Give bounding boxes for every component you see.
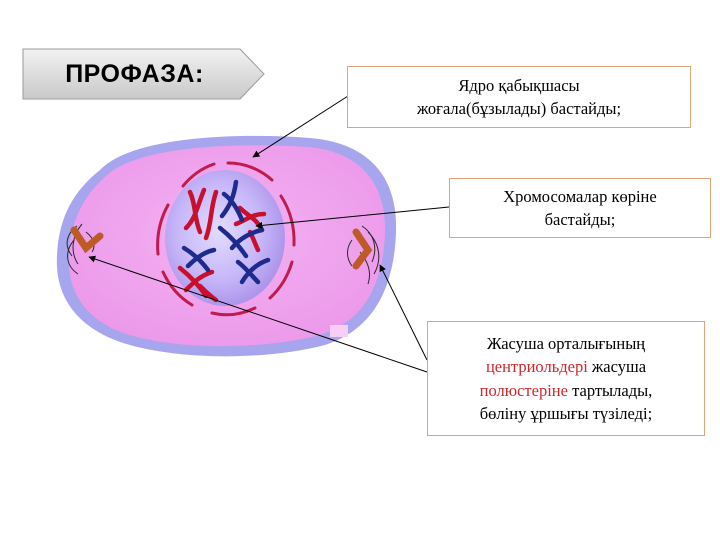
chromosome-red xyxy=(197,283,219,303)
chromosome-red xyxy=(233,211,267,227)
chromosome-red xyxy=(203,189,219,241)
note-centrioles: Жасуша орталығының центриольдері жасуша … xyxy=(427,321,705,436)
centriole-right xyxy=(347,225,380,285)
note-line: тартылады, xyxy=(567,380,653,400)
arrow-to-nuclear-envelope xyxy=(252,95,349,158)
arrow-to-left-centriole xyxy=(88,255,428,373)
chromosome-red xyxy=(183,187,207,231)
tag-shape xyxy=(22,48,265,100)
page-title: ПРОФАЗА: xyxy=(65,59,204,88)
envelope-fragment xyxy=(279,194,296,247)
note-line: жасуша xyxy=(587,357,647,377)
envelope-fragment xyxy=(268,260,294,300)
highlight-term: центриольдері xyxy=(485,357,588,377)
arrow-to-right-centriole xyxy=(379,264,428,361)
chromosome-blue xyxy=(185,247,217,269)
pointer-arrows xyxy=(88,95,450,373)
arrow-to-chromosomes xyxy=(255,206,450,229)
chromosome-blue xyxy=(219,179,239,219)
note-line: бастайды; xyxy=(544,210,616,229)
nucleus xyxy=(165,170,285,306)
note-nuclear-envelope: Ядро қабықшасы жоғала(бұзылады) бастайды… xyxy=(347,66,691,128)
chromosome-blue xyxy=(239,257,271,285)
chromosome-red xyxy=(183,269,215,293)
chromosome-blue xyxy=(217,225,249,259)
centriole-left xyxy=(66,223,104,275)
envelope-fragment xyxy=(226,161,274,182)
envelope-fragment xyxy=(156,203,170,256)
note-chromosomes: Хромосомалар көріне бастайды; xyxy=(449,178,711,238)
note-line: жоғала(бұзылады) бастайды; xyxy=(416,99,622,118)
chromosome-blue xyxy=(221,191,245,223)
note-line: Жасуша орталығының xyxy=(486,334,646,354)
note-line: Хромосомалар көріне xyxy=(503,186,657,206)
envelope-fragment xyxy=(210,306,257,317)
highlight-term: полюстеріне xyxy=(479,380,568,400)
envelope-fragment xyxy=(161,270,194,307)
nuclear-envelope-fragments xyxy=(156,161,296,317)
chromosome-blue xyxy=(229,227,265,251)
note-line: Ядро қабықшасы xyxy=(458,75,580,95)
cytoplasm-highlight xyxy=(330,325,348,337)
title-tag: ПРОФАЗА: xyxy=(22,48,265,100)
envelope-fragment xyxy=(181,162,216,188)
note-line: бөліну ұршығы түзіледі; xyxy=(479,403,653,423)
